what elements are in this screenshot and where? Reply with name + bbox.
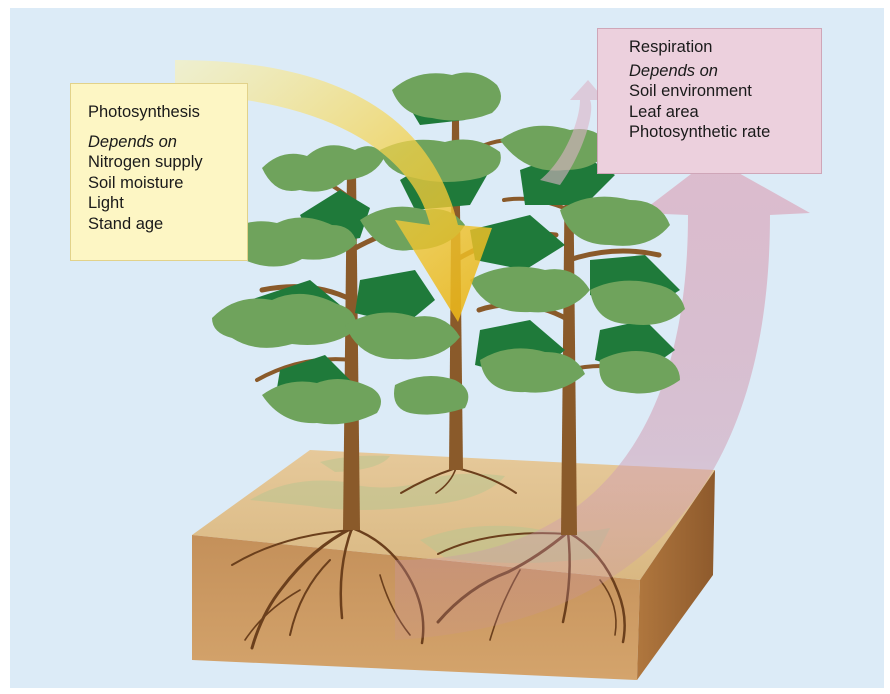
respiration-depends-label: Depends on [629, 61, 821, 82]
respiration-factor: Leaf area [629, 102, 821, 123]
photosynthesis-factor: Nitrogen supply [88, 152, 247, 173]
respiration-factor: Soil environment [629, 81, 821, 102]
respiration-factor: Photosynthetic rate [629, 122, 821, 143]
photosynthesis-factor: Light [88, 193, 247, 214]
photosynthesis-factor: Stand age [88, 214, 247, 235]
photosynthesis-depends-label: Depends on [88, 132, 247, 153]
respiration-box: Respiration Depends on Soil environment … [597, 28, 822, 174]
photosynthesis-title: Photosynthesis [88, 102, 247, 123]
photosynthesis-factor: Soil moisture [88, 173, 247, 194]
respiration-title: Respiration [629, 37, 821, 58]
photosynthesis-box: Photosynthesis Depends on Nitrogen suppl… [70, 83, 248, 261]
